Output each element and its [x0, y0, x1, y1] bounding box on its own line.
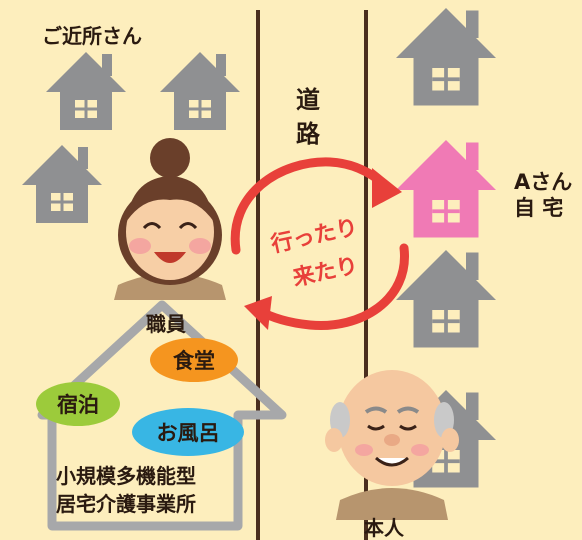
neighbor-house-icon: [160, 52, 240, 130]
self-person-icon: [325, 370, 459, 520]
road-label-line1: 道: [296, 86, 320, 114]
neighbor-house-icon: [46, 52, 126, 130]
service-dining-badge: 食堂: [150, 338, 238, 382]
a-san-label-line1: Aさん: [514, 170, 573, 194]
neighbor-house-icon: [22, 145, 102, 223]
facility-label-line1: 小規模多機能型: [56, 464, 196, 488]
staff-person-icon: [114, 138, 226, 300]
neighbor-house-icon: [396, 250, 496, 348]
neighbors-label: ご近所さん: [42, 24, 142, 48]
facility-label-line2: 居宅介護事業所: [56, 492, 196, 516]
service-lodging-badge: 宿泊: [36, 382, 120, 426]
staff-label: 職員: [146, 312, 186, 336]
self-label: 本人: [364, 516, 404, 540]
a-san-house-icon: [396, 140, 496, 238]
facility-outline: [37, 300, 287, 531]
round-trip-arrows-icon: [230, 157, 409, 331]
a-san-label-line2: 自 宅: [514, 196, 564, 220]
road-label-line2: 路: [296, 120, 320, 148]
service-bath-badge: お風呂: [132, 408, 244, 456]
neighbor-house-icon: [396, 8, 496, 106]
